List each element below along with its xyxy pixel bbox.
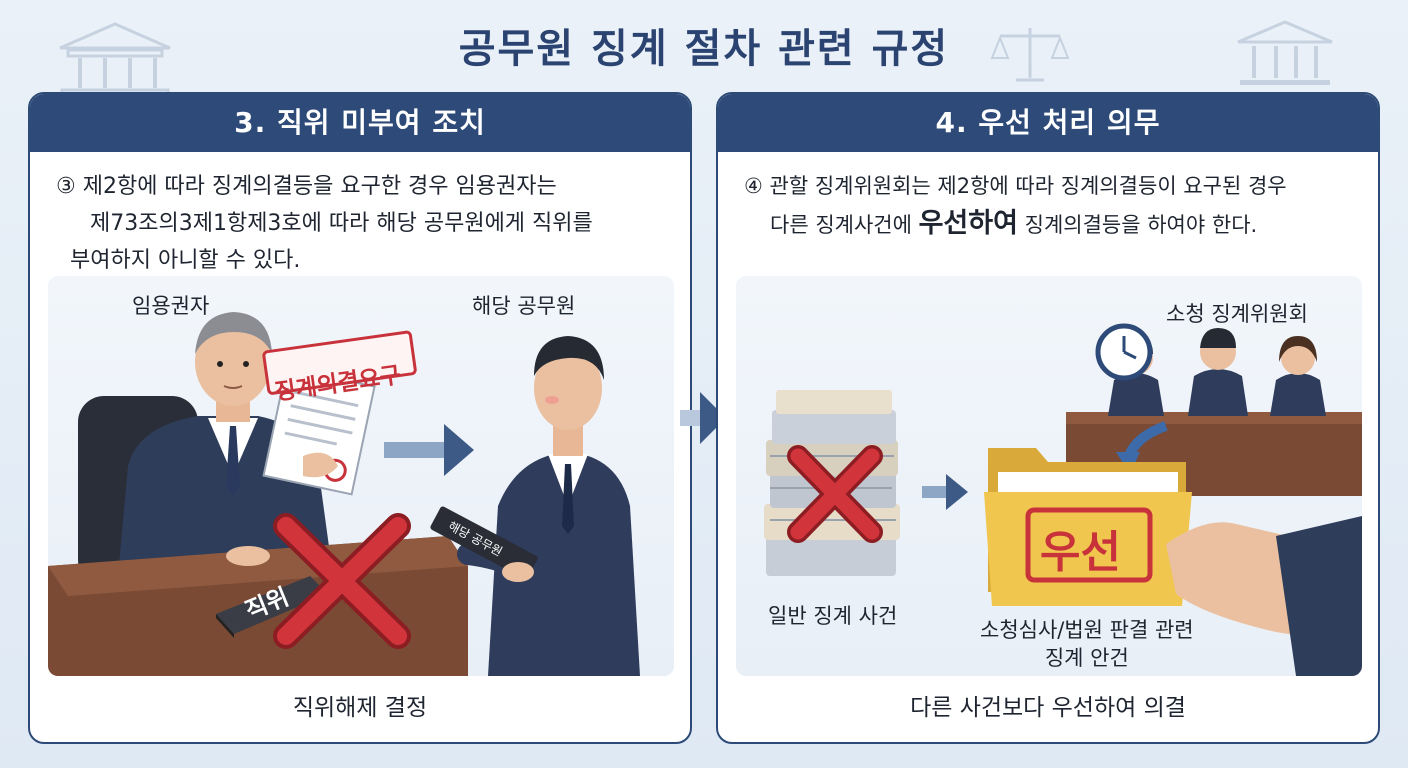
clock-icon — [1095, 323, 1153, 381]
panel-header: 4. 우선 처리 의무 — [718, 94, 1378, 152]
text-line: 다른 징계사건에 우선하여 징계의결등을 하여야 한다. — [744, 205, 1358, 244]
stamp-disciplinary-request — [262, 330, 417, 395]
scales-icon — [990, 28, 1070, 82]
arrow-right-icon — [384, 424, 474, 476]
panel-priority-duty: 4. 우선 처리 의무 ④ 관할 징계위원회는 제2항에 따라 징계의결등이 요… — [716, 92, 1380, 744]
panel-header: 3. 직위 미부여 조치 — [30, 94, 690, 152]
label-official: 해당 공무원 — [472, 294, 576, 318]
nameplate — [216, 576, 328, 634]
text-segment: 징계의결등을 하여야 한다. — [1017, 213, 1258, 237]
arrow-right-icon — [922, 474, 968, 510]
red-x-icon — [273, 513, 411, 649]
text-segment: 다른 징계사건에 — [770, 213, 919, 237]
text-line: 부여하지 아니할 수 있다. — [70, 248, 301, 273]
text-line: 제73조의3제1항제3호에 따라 해당 공무원에게 직위를 — [90, 211, 593, 236]
priority-folder — [984, 448, 1192, 606]
label-employer: 임용권자 — [132, 294, 210, 318]
label-committee: 소청 징계위원회 — [1166, 302, 1308, 326]
committee-member — [1188, 328, 1248, 416]
folder-stamp-text: 우선 — [1040, 527, 1121, 578]
label-general-case: 일반 징계 사건 — [768, 604, 898, 628]
official-figure — [488, 452, 640, 676]
text-line: ④ 관할 징계위원회는 제2항에 따라 징계의결등이 요구된 경우 — [744, 174, 1287, 198]
label-priority-case: 소청심사/법원 판결 관련 징계 안건 — [980, 616, 1194, 672]
document-icon — [262, 366, 376, 496]
illustration — [764, 323, 1362, 676]
arrow-right-icon — [680, 392, 726, 444]
official-head — [534, 346, 602, 430]
employer-head — [195, 318, 271, 406]
label-line: 소청심사/법원 판결 관련 — [980, 618, 1194, 642]
building-icon — [1237, 20, 1333, 85]
caption: 직위해제 결정 — [292, 695, 428, 721]
illustration-scene: 소청 징계위원회 — [736, 276, 1362, 676]
text-line: ③ 제2항에 따라 징계의결등을 요구한 경우 임용권자는 — [56, 174, 557, 199]
caption: 다른 사건보다 우선하여 의결 — [910, 695, 1186, 721]
highlight-priority: 우선하여 — [918, 208, 1018, 239]
regulation-text: ④ 관할 징계위원회는 제2항에 따라 징계의결등이 요구된 경우 다른 징계사… — [744, 168, 1358, 244]
illustration-scene: 임용권자 해당 공무원 — [48, 276, 674, 676]
label-line: 징계 안건 — [1044, 646, 1129, 670]
committee-member — [1270, 336, 1326, 416]
illustration — [48, 312, 640, 676]
red-x-icon — [787, 445, 883, 543]
page-title: 공무원 징계 절차 관련 규정 — [458, 26, 950, 72]
panel-position-removal: 3. 직위 미부여 조치 ③ 제2항에 따라 징계의결등을 요구한 경우 임용권… — [28, 92, 692, 744]
regulation-text: ③ 제2항에 따라 징계의결등을 요구한 경우 임용권자는 제73조의3제1항제… — [56, 168, 670, 279]
handed-nameplate — [430, 506, 538, 580]
